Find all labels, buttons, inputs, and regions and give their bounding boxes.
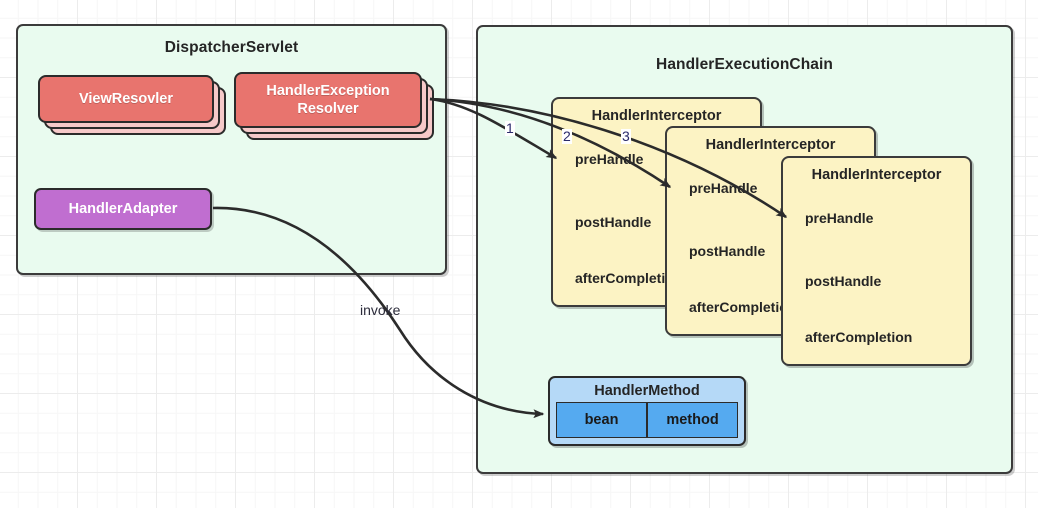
handler-interceptor-3[interactable]: HandlerInterceptor preHandle postHandle … (781, 156, 972, 366)
handler-exception-resolver-label-line2: Resolver (297, 101, 359, 117)
view-resolver-label: ViewResovler (78, 90, 174, 107)
handler-exception-resolver-box[interactable]: HandlerException Resolver (234, 72, 422, 128)
view-resolver-stack[interactable]: ViewResovler (38, 75, 226, 135)
handler-interceptor-1-title: HandlerInterceptor (591, 108, 722, 124)
handler-interceptor-3-aftercompletion[interactable]: afterCompletion (805, 329, 913, 345)
handler-interceptor-3-posthandle[interactable]: postHandle (805, 273, 882, 289)
edge-2-label: 2 (562, 128, 572, 145)
handler-interceptor-1-prehandle[interactable]: preHandle (575, 151, 644, 167)
handler-adapter-label: HandlerAdapter (68, 201, 178, 217)
handler-interceptor-1-aftercompletion[interactable]: afterCompletion (575, 270, 683, 286)
handler-method-cells: bean method (556, 402, 738, 438)
handler-interceptor-2-title: HandlerInterceptor (705, 137, 836, 153)
handler-method-title: HandlerMethod (594, 383, 700, 399)
handler-interceptor-1-posthandle[interactable]: postHandle (575, 214, 652, 230)
handler-adapter-box[interactable]: HandlerAdapter (34, 188, 212, 230)
handler-interceptor-3-prehandle[interactable]: preHandle (805, 210, 874, 226)
handler-method-box[interactable]: HandlerMethod bean method (548, 376, 746, 446)
edge-invoke-label: invoke (360, 302, 401, 318)
handler-interceptor-3-title: HandlerInterceptor (811, 167, 942, 183)
edge-1-label: 1 (505, 120, 515, 137)
edge-3-label: 3 (621, 128, 631, 145)
handler-exception-resolver-stack[interactable]: HandlerException Resolver (234, 72, 434, 140)
container-dispatcher-servlet[interactable]: DispatcherServlet (16, 24, 447, 275)
handler-interceptor-2-aftercompletion[interactable]: afterCompletion (689, 299, 797, 315)
dispatcher-servlet-title: DispatcherServlet (164, 39, 299, 56)
handler-method-cell-method[interactable]: method (647, 402, 738, 438)
view-resolver-box[interactable]: ViewResovler (38, 75, 214, 123)
handler-interceptor-2-posthandle[interactable]: postHandle (689, 243, 766, 259)
handler-interceptor-2-prehandle[interactable]: preHandle (689, 180, 758, 196)
handler-exception-resolver-label-line1: HandlerException (266, 82, 390, 99)
handler-method-cell-bean[interactable]: bean (556, 402, 647, 438)
handler-execution-chain-title: HandlerExecutionChain (656, 56, 833, 73)
